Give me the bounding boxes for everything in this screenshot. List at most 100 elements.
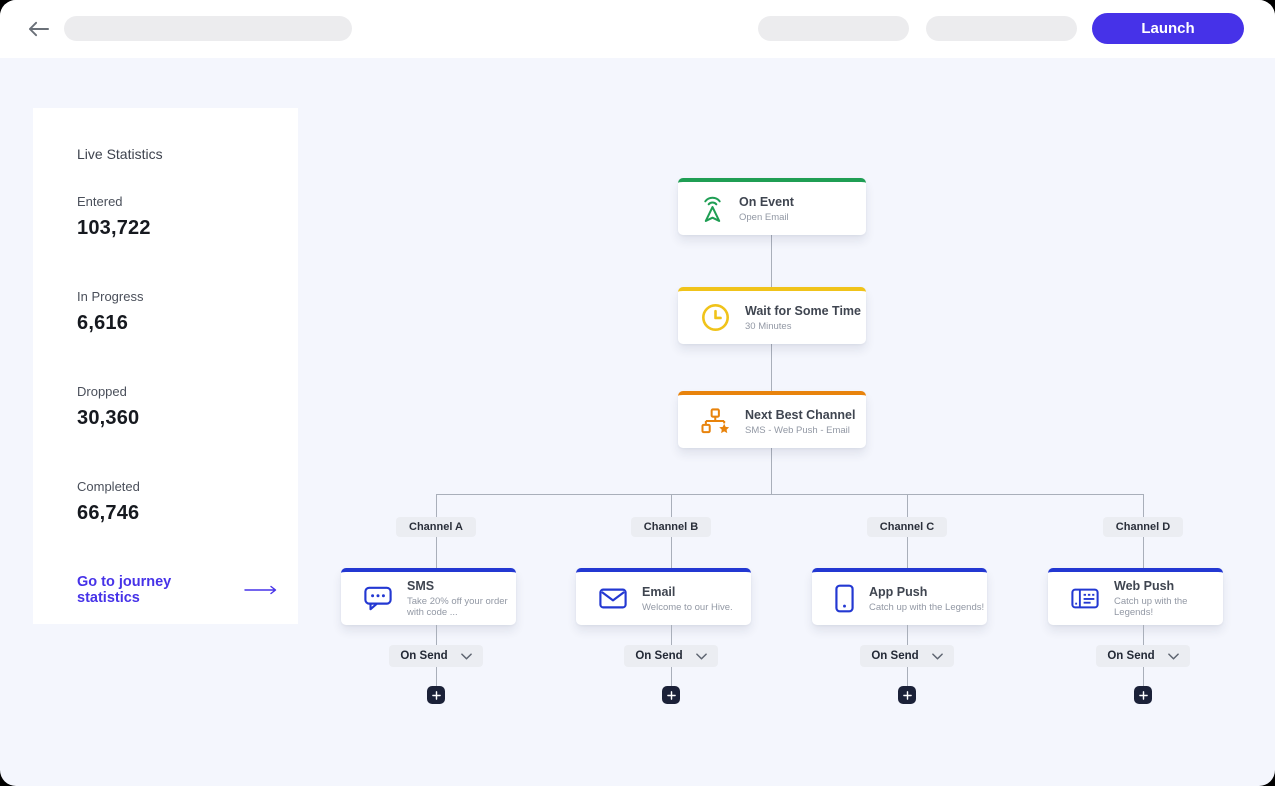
clock-icon	[701, 303, 730, 332]
node-on-event[interactable]: On Event Open Email	[678, 178, 866, 235]
on-send-dropdown[interactable]: On Send	[389, 645, 483, 667]
add-step-button[interactable]	[898, 686, 916, 704]
channel-b-label[interactable]: Channel B	[630, 517, 712, 537]
node-subtitle: Catch up with the Legends!	[869, 601, 985, 613]
chevron-down-icon	[460, 652, 472, 660]
node-title: Wait for Some Time	[745, 303, 861, 318]
connector-line	[670, 667, 672, 686]
stat-entered: Entered 103,722	[77, 194, 278, 239]
journey-statistics-link[interactable]: Go to journey statistics	[77, 574, 278, 606]
connector-line	[435, 667, 437, 686]
node-email[interactable]: Email Welcome to our Hive.	[576, 568, 751, 625]
on-send-dropdown[interactable]: On Send	[624, 645, 718, 667]
node-title: SMS	[407, 579, 435, 593]
hierarchy-star-icon	[701, 408, 730, 435]
launch-button[interactable]: Launch	[1092, 13, 1244, 44]
on-send-label: On Send	[871, 650, 919, 662]
connector-line	[1142, 537, 1144, 568]
email-icon	[599, 588, 627, 609]
branch-channel-a: Channel A SMS Take 20% off your order wi…	[341, 494, 531, 704]
title-skeleton-pill	[64, 16, 352, 41]
branch-connector-line	[436, 494, 1143, 495]
channel-c-label[interactable]: Channel C	[866, 517, 948, 537]
stat-label: Entered	[77, 194, 123, 209]
plus-icon	[1138, 690, 1148, 700]
connector-line	[670, 494, 672, 517]
broadcast-icon	[701, 194, 724, 223]
connector-line	[435, 625, 437, 645]
plus-icon	[431, 690, 441, 700]
connector-line	[435, 494, 437, 517]
node-sms[interactable]: SMS Take 20% off your order with code ..…	[341, 568, 516, 625]
channel-d-label[interactable]: Channel D	[1102, 517, 1184, 537]
channel-a-label[interactable]: Channel A	[396, 517, 476, 537]
on-send-label: On Send	[400, 650, 448, 662]
node-web-push[interactable]: Web Push Catch up with the Legends!	[1048, 568, 1223, 625]
connector-line	[906, 625, 908, 645]
add-step-button[interactable]	[662, 686, 680, 704]
stat-value: 103,722	[77, 217, 151, 239]
plus-icon	[902, 690, 912, 700]
connector-line	[1142, 625, 1144, 645]
stat-label: Dropped	[77, 384, 127, 399]
branch-channel-b: Channel B Email Welcome to our Hive. On …	[576, 494, 766, 704]
connector-line	[906, 537, 908, 568]
skeleton-pill	[758, 16, 909, 41]
chevron-down-icon	[695, 652, 707, 660]
branch-channel-d: Channel D Web Push Catch up with the Leg…	[1048, 494, 1238, 704]
node-app-push[interactable]: App Push Catch up with the Legends!	[812, 568, 987, 625]
plus-icon	[666, 690, 676, 700]
chevron-down-icon	[1167, 652, 1179, 660]
stat-in-progress: In Progress 6,616	[77, 289, 278, 334]
top-bar: Launch	[0, 0, 1275, 58]
connector-line	[670, 625, 672, 645]
node-subtitle: Welcome to our Hive.	[642, 601, 733, 613]
panel-title: Live Statistics	[77, 146, 163, 162]
node-subtitle: Open Email	[739, 211, 789, 223]
node-next-best-channel[interactable]: Next Best Channel SMS - Web Push - Email	[678, 391, 866, 448]
stat-completed: Completed 66,746	[77, 479, 278, 524]
connector-line	[906, 494, 908, 517]
connector-line	[1142, 667, 1144, 686]
add-step-button[interactable]	[1134, 686, 1152, 704]
node-title: On Event	[739, 194, 794, 209]
node-title: Next Best Channel	[745, 407, 856, 422]
on-send-label: On Send	[635, 650, 683, 662]
connector-line	[771, 235, 772, 287]
on-send-dropdown[interactable]: On Send	[860, 645, 954, 667]
node-title: Web Push	[1114, 579, 1175, 593]
node-title: App Push	[869, 584, 928, 599]
node-wait-for-some-time[interactable]: Wait for Some Time 30 Minutes	[678, 287, 866, 344]
stat-value: 30,360	[77, 407, 140, 429]
on-send-label: On Send	[1107, 650, 1155, 662]
chevron-down-icon	[931, 652, 943, 660]
stat-label: Completed	[77, 479, 140, 494]
node-subtitle: Take 20% off your order with code ...	[407, 596, 508, 618]
add-step-button[interactable]	[427, 686, 445, 704]
connector-line	[771, 445, 772, 494]
stat-value: 6,616	[77, 312, 129, 334]
on-send-dropdown[interactable]: On Send	[1096, 645, 1190, 667]
link-label: Go to journey statistics	[77, 574, 172, 606]
node-subtitle: Catch up with the Legends!	[1114, 596, 1188, 618]
connector-line	[906, 667, 908, 686]
back-arrow-icon	[28, 21, 49, 37]
stat-value: 66,746	[77, 502, 140, 524]
stat-dropped: Dropped 30,360	[77, 384, 278, 429]
branch-channel-c: Channel C App Push Catch up with the Leg…	[812, 494, 1002, 704]
stat-label: In Progress	[77, 289, 144, 304]
connector-line	[435, 537, 437, 568]
skeleton-pill	[926, 16, 1077, 41]
arrow-right-icon	[244, 585, 278, 595]
web-push-icon	[1071, 587, 1099, 610]
connector-line	[771, 341, 772, 391]
connector-line	[1142, 494, 1144, 517]
connector-line	[670, 537, 672, 568]
sms-icon	[364, 586, 392, 611]
app-push-icon	[835, 584, 854, 613]
live-statistics-panel: Live Statistics Entered 103,722 In Progr…	[33, 108, 298, 624]
node-title: Email	[642, 584, 676, 599]
back-button[interactable]	[28, 20, 52, 37]
node-subtitle: SMS - Web Push - Email	[745, 424, 850, 436]
